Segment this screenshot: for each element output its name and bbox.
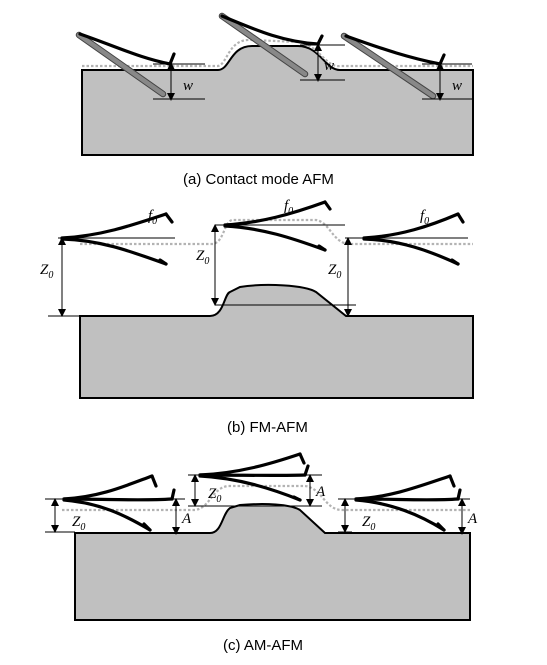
distance-label: Z0 xyxy=(362,514,375,533)
tip-trajectory xyxy=(82,38,473,68)
distance-label: Z0 xyxy=(40,262,53,281)
cantilever-right: f0 Z0 xyxy=(328,208,468,317)
amplitude-label: A xyxy=(181,511,192,527)
tip-trajectory xyxy=(80,218,473,246)
deflection-label: w xyxy=(324,58,334,74)
distance-label: Z0 xyxy=(196,248,209,267)
sample-surface xyxy=(79,283,474,399)
sample-surface xyxy=(81,45,474,156)
cantilever-middle: Z0 A xyxy=(188,452,326,507)
frequency-label: f0 xyxy=(148,208,157,227)
cantilever-left: f0 Z0 xyxy=(40,208,175,317)
cantilever-left: Z0 A xyxy=(45,474,192,535)
caption-c: (c) AM-AFM xyxy=(223,637,303,654)
deflection-label: w xyxy=(183,78,193,94)
cantilever-middle: w xyxy=(218,12,345,82)
tip-trajectory xyxy=(62,484,470,512)
caption-a: (a) Contact mode AFM xyxy=(183,171,334,188)
distance-label: Z0 xyxy=(208,486,221,505)
amplitude-label: A xyxy=(467,511,478,527)
cantilever-right: w xyxy=(340,32,472,101)
cantilever-right: Z0 A xyxy=(338,474,478,535)
frequency-label: f0 xyxy=(284,198,293,217)
amplitude-label: A xyxy=(315,484,326,500)
cantilever-middle: f0 Z0 xyxy=(196,198,356,306)
panel-fm-afm: f0 Z0 f0 Z0 f0 Z0 (b) FM-AFM xyxy=(40,198,474,436)
distance-label: Z0 xyxy=(72,514,85,533)
frequency-label: f0 xyxy=(420,208,429,227)
cantilever-left: w xyxy=(75,31,205,101)
panel-am-afm: Z0 A Z0 A xyxy=(45,452,478,654)
panel-contact-mode: w w w (a) Contact mode AFM xyxy=(75,12,474,188)
caption-b: (b) FM-AFM xyxy=(227,419,308,436)
distance-label: Z0 xyxy=(328,262,341,281)
deflection-label: w xyxy=(452,78,462,94)
